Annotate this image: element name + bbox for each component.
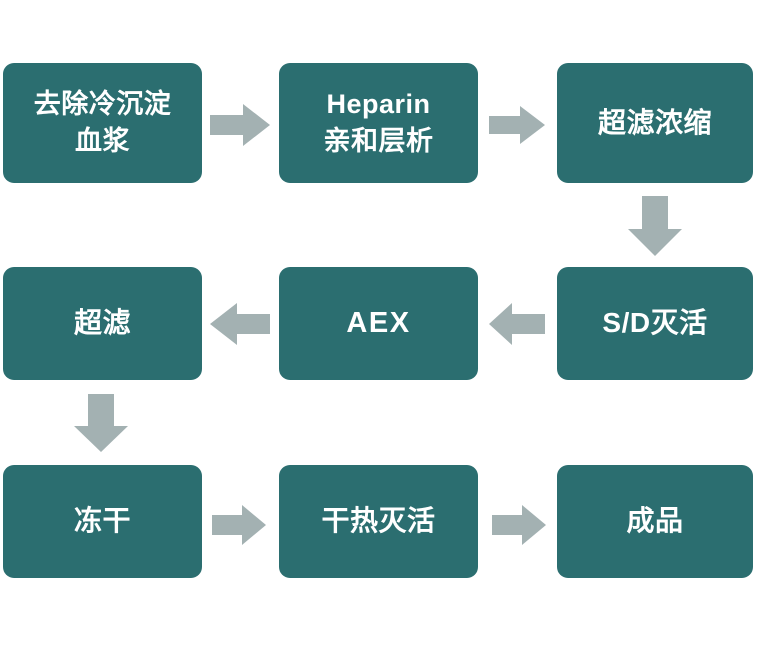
arrow-right-icon (489, 106, 545, 144)
arrow-aex-to-uf (210, 303, 270, 345)
flow-node-plasma[interactable]: 去除冷沉淀 血浆 (3, 63, 202, 183)
arrow-dry-heat-to-product (492, 505, 546, 545)
arrow-uf-to-lyophilization (74, 394, 128, 452)
arrow-right-icon (210, 104, 270, 146)
arrow-right-icon (492, 505, 546, 545)
flow-node-dry-heat-label: 干热灭活 (321, 505, 436, 537)
arrow-lyophilization-to-dry-heat (212, 505, 266, 545)
arrow-heparin-to-uf-conc (489, 106, 545, 144)
flow-node-uf-conc-label: 超滤浓缩 (597, 106, 712, 138)
arrow-plasma-to-heparin (210, 104, 270, 146)
flow-node-heparin[interactable]: Heparin 亲和层析 (279, 63, 478, 183)
flow-node-plasma-line-2: 血浆 (75, 126, 130, 156)
flow-node-aex[interactable]: AEX (279, 267, 478, 380)
flow-node-uf-label: 超滤 (73, 307, 131, 339)
arrow-sd-to-aex (489, 303, 545, 345)
flow-node-finished-product[interactable]: 成品 (557, 465, 753, 578)
flow-node-lyophilization[interactable]: 冻干 (3, 465, 202, 578)
arrow-uf-conc-to-sd (628, 196, 682, 256)
flow-node-ultrafiltration[interactable]: 超滤 (3, 267, 202, 380)
flow-node-sd-inactivation[interactable]: S/D灭活 (557, 267, 753, 380)
flow-node-lyoph-label: 冻干 (73, 505, 131, 537)
flow-node-product-label: 成品 (626, 505, 684, 537)
flow-node-heparin-line-2: 亲和层析 (323, 126, 434, 156)
arrow-down-icon (74, 394, 128, 452)
arrow-down-icon (628, 196, 682, 256)
arrow-left-icon (210, 303, 270, 345)
flow-node-heparin-line-1: Heparin (326, 88, 431, 119)
flow-node-aex-label: AEX (346, 307, 411, 340)
flow-node-ultrafiltration-concentration[interactable]: 超滤浓缩 (557, 63, 753, 183)
arrow-right-icon (212, 505, 266, 545)
flow-node-sd-label: S/D灭活 (602, 307, 708, 339)
flow-node-dry-heat-inactivation[interactable]: 干热灭活 (279, 465, 478, 578)
flow-node-plasma-line-1: 去除冷沉淀 (33, 88, 172, 119)
arrow-left-icon (489, 303, 545, 345)
